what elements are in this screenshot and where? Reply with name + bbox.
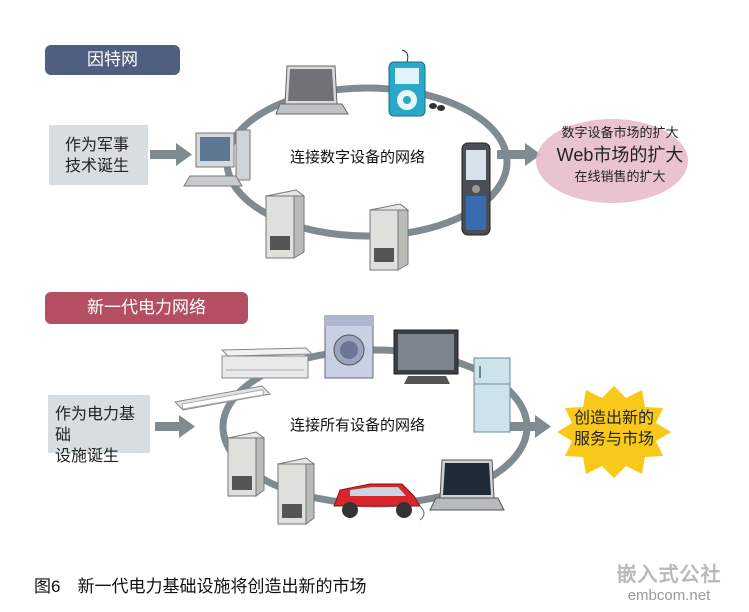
bottom-result-line: 创造出新的 [573, 410, 654, 427]
laptop-icon [275, 65, 349, 115]
bottom-origin-arrow [155, 415, 195, 438]
top-origin-line: 技术诞生 [65, 158, 130, 175]
watermark-brand: 嵌入式公社 [616, 564, 722, 586]
desktop-computer-icon [183, 129, 251, 187]
server-icon [226, 431, 266, 497]
result-starburst [557, 386, 671, 478]
internet-tag: 因特网 [45, 45, 180, 75]
television-icon [393, 329, 459, 384]
bottom-origin-line: 作为电力基础 [55, 406, 136, 444]
washing-machine-icon [324, 315, 374, 379]
top-result-glow [536, 119, 688, 203]
bottom-origin-line: 设施诞生 [55, 448, 120, 465]
bottom-diagram [155, 315, 671, 525]
music-player-icon [388, 49, 445, 117]
top-diagram [150, 49, 688, 271]
top-origin-arrow [150, 143, 192, 166]
refrigerator-icon [473, 357, 511, 433]
top-ring-label: 连接数字设备的网络 [290, 149, 426, 166]
watermark: 嵌入式公社 embcom.net [608, 558, 730, 604]
top-result-line: Web市场的扩大 [556, 145, 684, 165]
bottom-origin-box: 作为电力基础 设施诞生 [48, 395, 150, 465]
top-result-line: 数字设备市场的扩大 [561, 125, 679, 140]
bottom-result-text: 创造出新的 服务与市场 [564, 408, 664, 450]
electric-car-icon [333, 483, 425, 521]
fluorescent-lamp-icon [173, 385, 272, 411]
laptop-icon [429, 459, 505, 511]
top-result-arrow [497, 143, 541, 166]
top-origin-line: 作为军事 [65, 137, 130, 154]
bottom-result-line: 服务与市场 [573, 431, 654, 448]
bottom-ring-label: 连接所有设备的网络 [290, 417, 426, 434]
watermark-url: embcom.net [627, 587, 711, 604]
server-icon [264, 189, 306, 259]
bottom-result-arrow [509, 415, 551, 438]
top-origin-box: 作为军事 技术诞生 [49, 125, 148, 185]
mobile-phone-icon [461, 142, 491, 236]
smart-grid-tag: 新一代电力网络 [45, 292, 248, 324]
server-icon [368, 203, 410, 271]
air-conditioner-icon [220, 347, 314, 379]
top-result-line: 在线销售的扩大 [574, 169, 666, 184]
server-icon [276, 457, 316, 525]
figure-caption: 图6 新一代电力基础设施将创造出新的市场 [34, 577, 367, 596]
top-result-text: 数字设备市场的扩大 Web市场的扩大 在线销售的扩大 [540, 124, 700, 186]
